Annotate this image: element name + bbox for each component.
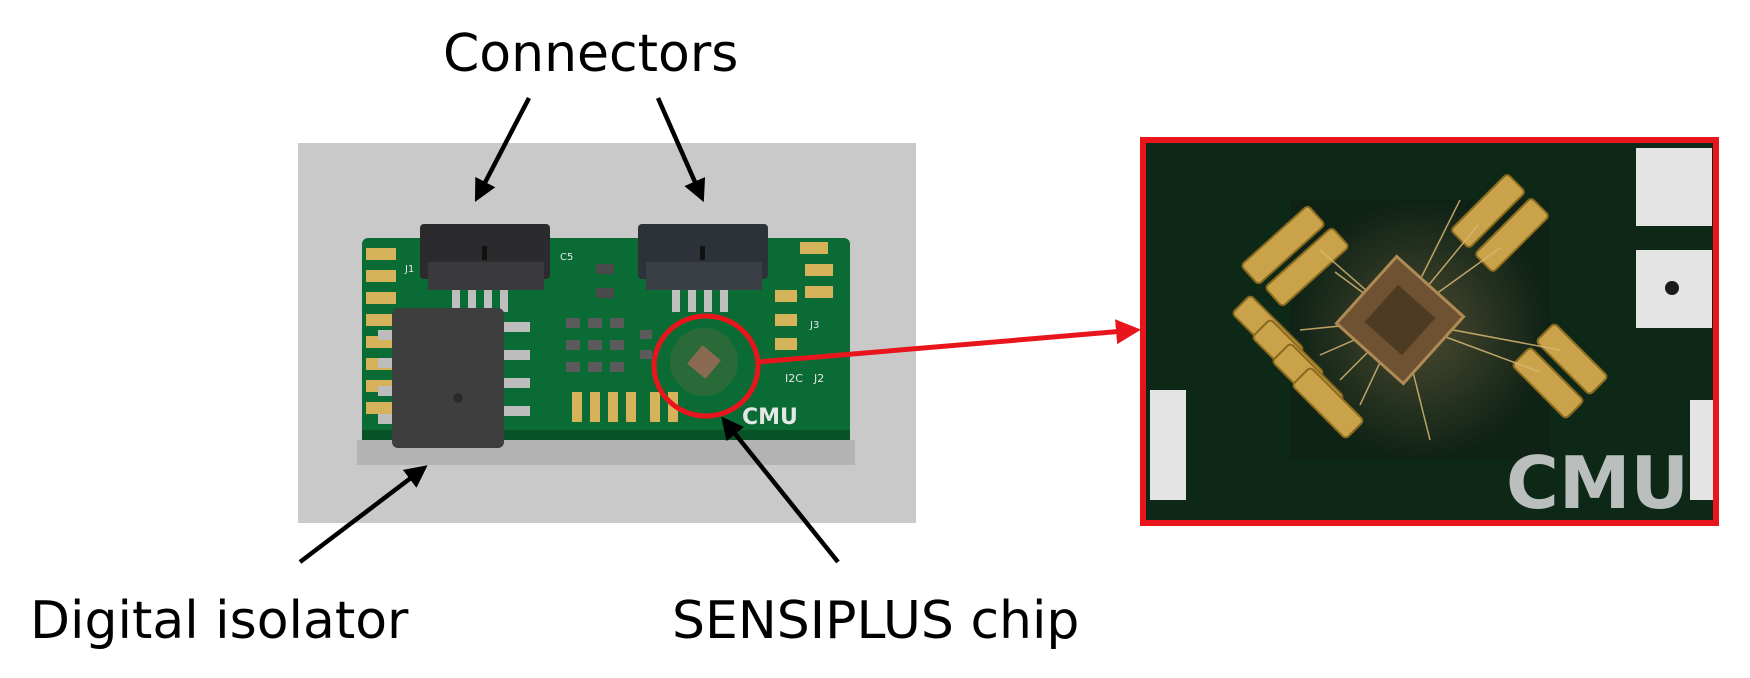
arrow-connector-right [655, 97, 706, 203]
silkscreen-j3: J3 [809, 320, 819, 331]
arrow-digital-isolator [298, 465, 428, 564]
zoom-inset: CMU [1140, 137, 1719, 526]
inset-gold-pads [1232, 174, 1608, 439]
sensiplus-chip-on-board [670, 328, 738, 396]
connector-right [638, 224, 768, 312]
callout-arrows [298, 96, 840, 564]
digital-isolator-ic [378, 308, 530, 448]
silkscreen-i2c: I2C [785, 372, 803, 385]
pcb-silkscreen: C5 J1 J3 I2C J2 CMU [404, 252, 824, 430]
digital-isolator-label: Digital isolator [30, 591, 409, 651]
connector-left [420, 224, 550, 312]
right-edge-pads [775, 242, 833, 350]
arrow-sensiplus-chip [721, 416, 840, 564]
silkscreen-j1: J1 [404, 264, 414, 275]
board-photo: C5 J1 J3 I2C J2 CMU [298, 143, 916, 523]
pcb-board-edge [362, 430, 850, 440]
inset-die-core [1364, 284, 1436, 356]
inset-side-pads [1150, 148, 1716, 500]
inset-silkscreen-brand: CMU [1506, 441, 1689, 525]
smd-components [566, 264, 652, 372]
zoom-arrow [757, 319, 1141, 365]
chip-highlight-circle [651, 313, 761, 419]
silkscreen-j2: J2 [813, 372, 824, 385]
inset-via [1665, 281, 1679, 295]
inset-border [1140, 137, 1719, 526]
silkscreen-brand: CMU [742, 405, 798, 430]
silkscreen-c5: C5 [560, 252, 573, 263]
sensiplus-chip-label: SENSIPLUS chip [672, 591, 1080, 651]
connectors-label: Connectors [443, 24, 739, 84]
arrow-connector-left [474, 96, 531, 202]
